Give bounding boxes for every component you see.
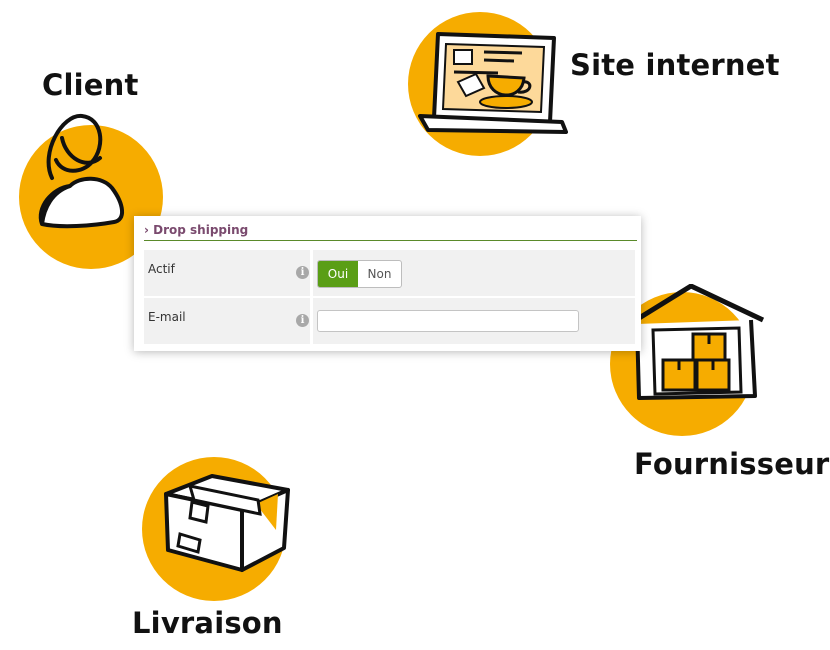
actif-row: Actif i Oui Non	[144, 250, 635, 296]
warehouse-icon	[621, 284, 765, 400]
site-label: Site internet	[570, 48, 780, 82]
email-label-cell: E-mail i	[144, 298, 310, 344]
actif-label-cell: Actif i	[144, 250, 310, 296]
drop-shipping-panel: › Drop shipping Actif i Oui Non E-mail i	[134, 216, 641, 351]
info-icon[interactable]: i	[296, 314, 309, 327]
section-title: › Drop shipping	[144, 222, 637, 241]
email-input[interactable]	[317, 310, 579, 332]
actif-toggle[interactable]: Oui Non	[317, 260, 402, 288]
email-label: E-mail	[148, 310, 186, 324]
toggle-oui-button[interactable]: Oui	[318, 261, 358, 287]
livraison-label: Livraison	[132, 606, 283, 640]
package-icon	[164, 474, 290, 572]
laptop-icon	[418, 32, 568, 134]
client-label: Client	[42, 68, 139, 102]
email-value-cell	[313, 298, 635, 344]
actif-value-cell: Oui Non	[313, 250, 635, 296]
email-row: E-mail i	[144, 298, 635, 344]
actif-label: Actif	[148, 262, 175, 276]
person-icon	[38, 114, 124, 229]
fournisseur-label: Fournisseur	[634, 447, 830, 481]
toggle-non-button[interactable]: Non	[367, 267, 392, 281]
info-icon[interactable]: i	[296, 266, 309, 279]
